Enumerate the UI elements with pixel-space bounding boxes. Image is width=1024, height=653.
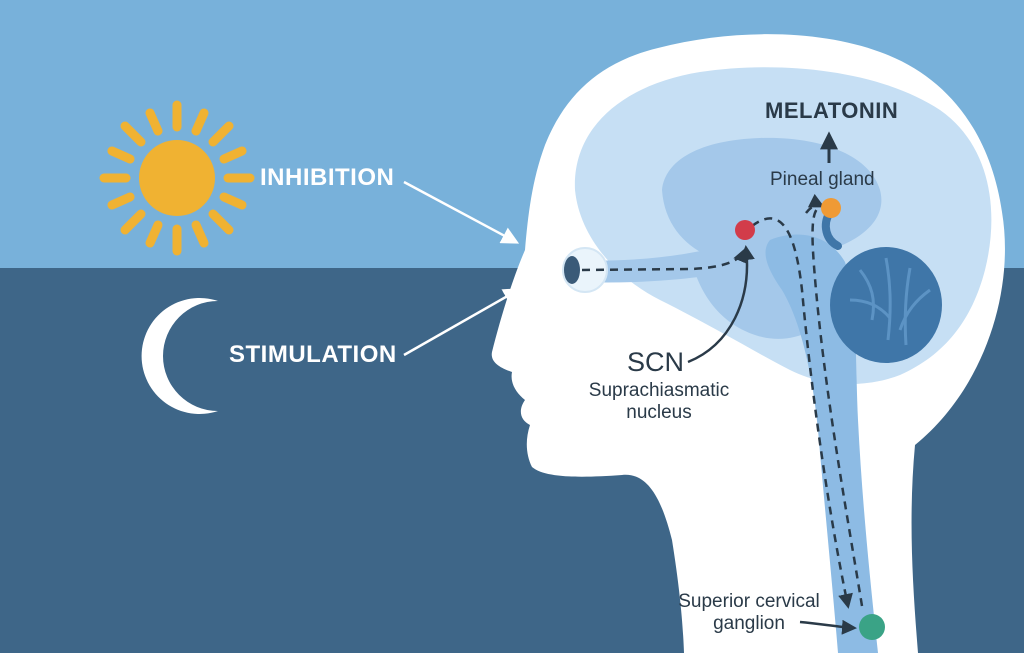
neural-pathways xyxy=(581,193,864,609)
sun-icon xyxy=(99,100,255,256)
melatonin-label: MELATONIN xyxy=(765,98,899,123)
ganglion-label: Superior cervical ganglion xyxy=(664,592,834,633)
ganglion-label-line2: ganglion xyxy=(713,613,785,634)
scn-full-name-line2: nucleus xyxy=(626,402,692,423)
inhibition-label: INHIBITION xyxy=(260,164,395,191)
ganglion-label-line1: Superior cervical xyxy=(678,591,820,612)
scn-dot xyxy=(735,220,755,240)
scn-label: SCN xyxy=(627,347,685,377)
cerebellum xyxy=(830,247,942,363)
ganglion-dot xyxy=(859,614,885,640)
ganglion-callout-arrow xyxy=(799,619,857,635)
stimulation-label: STIMULATION xyxy=(229,341,397,368)
stimulation-arrow xyxy=(403,288,522,357)
optic-nerve xyxy=(580,241,761,283)
moon-icon xyxy=(141,297,218,414)
pineal-dot xyxy=(821,198,841,218)
inhibition-arrow xyxy=(403,180,520,244)
scn-full-name: Suprachiasmatic nucleus xyxy=(578,381,740,422)
scn-callout-arrow xyxy=(687,245,755,364)
scn-full-name-line1: Suprachiasmatic xyxy=(588,380,730,401)
pineal-gland-label: Pineal gland xyxy=(770,169,875,190)
